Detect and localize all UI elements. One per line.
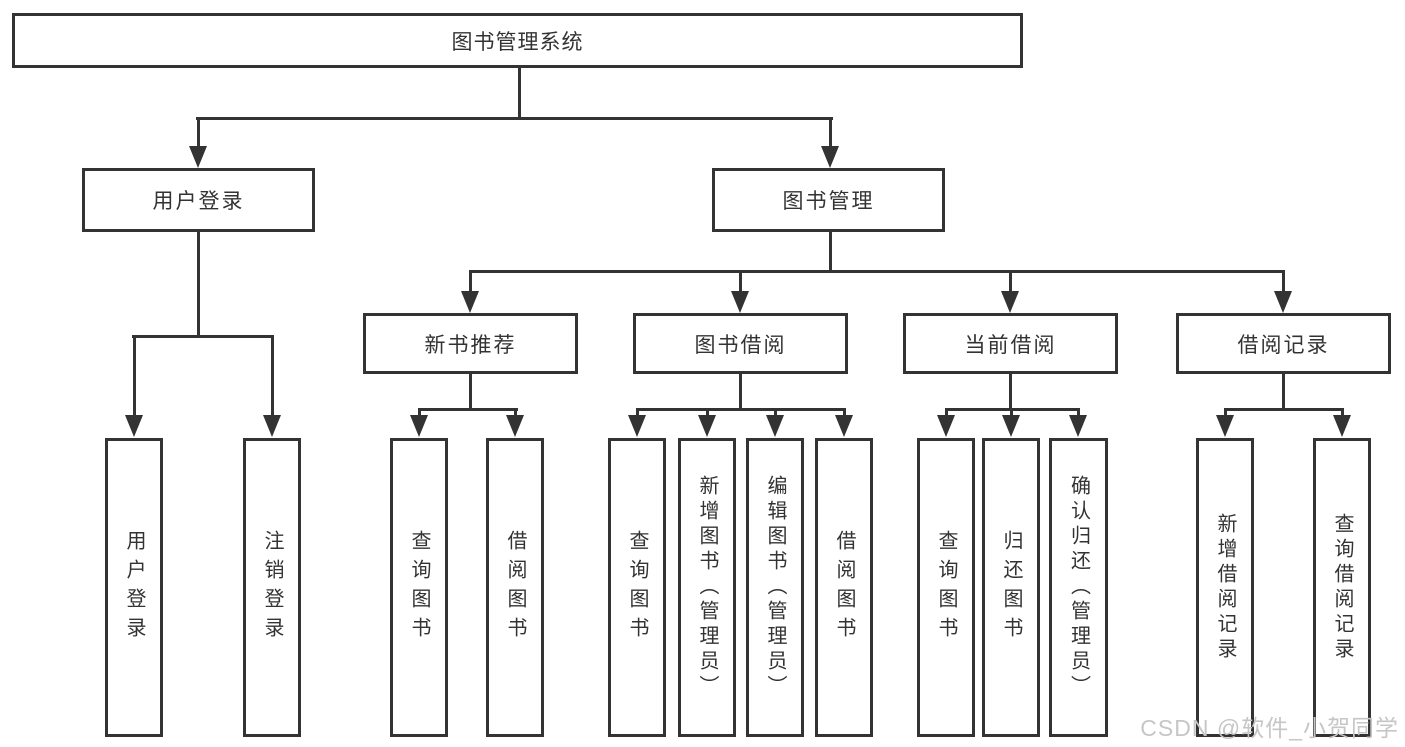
connector-line — [1224, 408, 1344, 411]
connector-line — [418, 408, 421, 417]
node-borrow-records: 借阅记录 — [1176, 313, 1391, 374]
leaf-borrow-books-recommend: 借阅图书 — [486, 438, 544, 737]
leaf-return-books-label: 归还图书 — [1000, 529, 1022, 646]
arrow-down-icon — [1002, 415, 1020, 437]
arrow-down-icon — [410, 415, 428, 437]
node-book-management: 图书管理 — [712, 168, 945, 232]
connector-line — [829, 232, 832, 272]
node-new-book-recommend-label: 新书推荐 — [424, 333, 517, 357]
leaf-query-borrow-record-label: 查询借阅记录 — [1331, 512, 1353, 663]
leaf-add-book-admin-label: 新增图书（管理员） — [696, 475, 718, 700]
connector-line — [1009, 270, 1012, 293]
leaf-borrow-books: 借阅图书 — [815, 438, 873, 737]
connector-line — [271, 335, 274, 417]
connector-line — [132, 335, 273, 338]
leaf-confirm-return-admin-label: 确认归还（管理员） — [1067, 475, 1090, 700]
leaf-edit-book-admin-label: 编辑图书（管理员） — [764, 475, 786, 700]
connector-line — [133, 335, 136, 417]
connector-line — [706, 408, 709, 417]
connector-line — [1077, 408, 1080, 417]
leaf-user-login-label: 用户登录 — [123, 529, 145, 646]
node-current-borrow: 当前借阅 — [903, 313, 1118, 374]
leaf-query-books-current: 查询图书 — [917, 438, 975, 737]
arrow-down-icon — [1216, 415, 1234, 437]
connector-line — [1009, 374, 1012, 410]
leaf-logout-label: 注销登录 — [261, 529, 283, 646]
leaf-query-borrow-record: 查询借阅记录 — [1313, 438, 1371, 737]
leaf-query-books-recommend: 查询图书 — [390, 438, 448, 737]
arrow-down-icon — [835, 415, 853, 437]
connector-line — [469, 270, 1285, 273]
connector-line — [469, 374, 472, 410]
arrow-down-icon — [937, 415, 955, 437]
node-current-borrow-label: 当前借阅 — [964, 333, 1057, 357]
connector-line — [636, 408, 639, 417]
leaf-query-books-recommend-label: 查询图书 — [408, 529, 430, 646]
arrow-down-icon — [698, 415, 716, 437]
connector-line — [197, 232, 200, 337]
node-book-borrow: 图书借阅 — [633, 313, 848, 374]
connector-line — [739, 374, 742, 410]
connector-line — [843, 408, 846, 417]
node-user-login-label: 用户登录 — [152, 190, 245, 213]
connector-line — [196, 117, 833, 120]
connector-line — [1224, 408, 1227, 417]
arrow-down-icon — [628, 415, 646, 437]
node-book-management-label: 图书管理 — [782, 190, 875, 213]
node-root: 图书管理系统 — [12, 13, 1023, 68]
arrow-down-icon — [506, 415, 524, 437]
leaf-return-books: 归还图书 — [982, 438, 1040, 737]
connector-line — [1282, 374, 1285, 410]
arrow-down-icon — [125, 415, 143, 437]
leaf-query-books-current-label: 查询图书 — [935, 529, 957, 646]
arrow-down-icon — [731, 291, 749, 313]
connector-line — [945, 408, 948, 417]
arrow-down-icon — [766, 415, 784, 437]
arrow-down-icon — [461, 291, 479, 313]
leaf-user-login: 用户登录 — [105, 438, 163, 737]
leaf-confirm-return-admin: 确认归还（管理员） — [1049, 438, 1108, 737]
leaf-add-borrow-record-label: 新增借阅记录 — [1214, 512, 1236, 663]
connector-line — [1010, 408, 1013, 417]
node-book-borrow-label: 图书借阅 — [694, 333, 787, 357]
leaf-add-borrow-record: 新增借阅记录 — [1196, 438, 1254, 737]
node-borrow-records-label: 借阅记录 — [1237, 333, 1330, 357]
arrow-down-icon — [263, 415, 281, 437]
connector-line — [514, 408, 517, 417]
connector-line — [469, 270, 472, 293]
arrow-down-icon — [821, 146, 839, 168]
leaf-borrow-books-recommend-label: 借阅图书 — [504, 529, 526, 646]
leaf-query-books-borrow: 查询图书 — [608, 438, 666, 737]
leaf-edit-book-admin: 编辑图书（管理员） — [746, 438, 804, 737]
node-root-label: 图书管理系统 — [451, 30, 584, 54]
leaf-add-book-admin: 新增图书（管理员） — [678, 438, 736, 737]
connector-line — [418, 408, 518, 411]
leaf-query-books-borrow-label: 查询图书 — [626, 529, 648, 646]
connector-line — [197, 117, 200, 148]
connector-line — [1341, 408, 1344, 417]
watermark: CSDN @软件_小贺同学 — [1140, 715, 1399, 741]
connector-line — [1282, 270, 1285, 293]
leaf-logout: 注销登录 — [243, 438, 301, 737]
arrow-down-icon — [1274, 291, 1292, 313]
arrow-down-icon — [1001, 291, 1019, 313]
node-user-login: 用户登录 — [82, 168, 315, 232]
connector-line — [636, 408, 846, 411]
connector-line — [774, 408, 777, 417]
connector-line — [739, 270, 742, 293]
arrow-down-icon — [189, 146, 207, 168]
arrow-down-icon — [1333, 415, 1351, 437]
leaf-borrow-books-label: 借阅图书 — [833, 529, 855, 646]
arrow-down-icon — [1069, 415, 1087, 437]
node-new-book-recommend: 新书推荐 — [363, 313, 578, 374]
connector-line — [518, 68, 521, 119]
connector-line — [829, 117, 832, 148]
